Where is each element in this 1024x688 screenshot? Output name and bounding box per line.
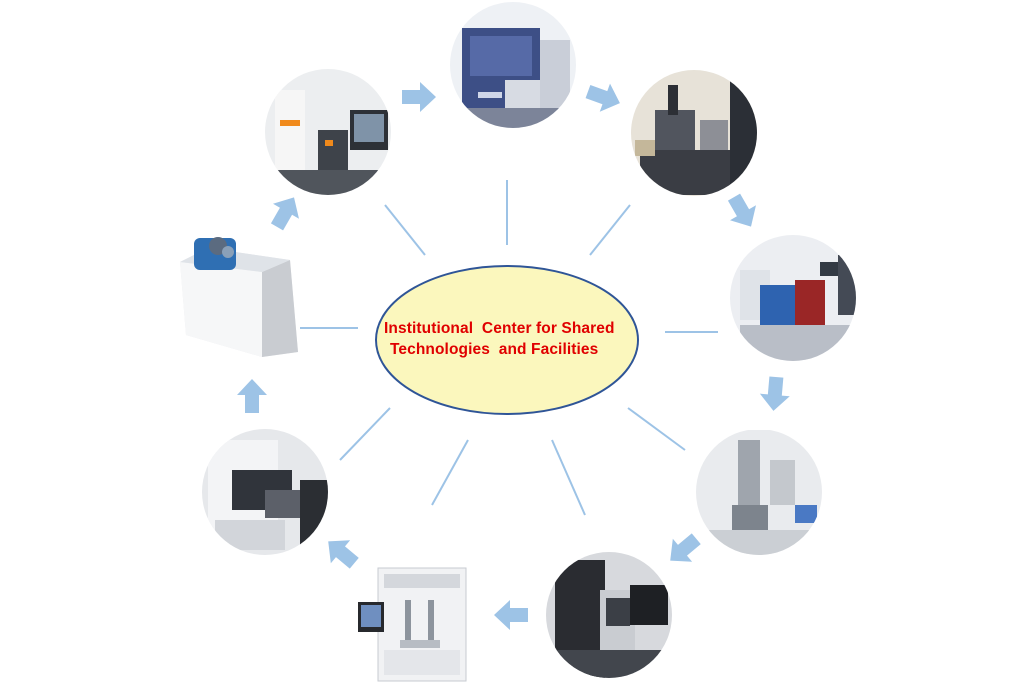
benchtop-analyzer-photo [450, 2, 576, 128]
arrow-icon [670, 533, 701, 562]
arrow-icon [727, 193, 756, 227]
lab-bench-system-photo [730, 235, 856, 361]
connector-line [384, 204, 426, 256]
liquid-handling-robot-photo [358, 567, 467, 682]
electron-microscope-photo [696, 430, 822, 555]
connector-line [431, 439, 469, 506]
arrow-icon [585, 83, 620, 112]
sequencer-instrument-photo [202, 429, 328, 555]
arrow-icon [237, 379, 267, 413]
mass-spectrometer-photo [180, 237, 298, 357]
connector-line [339, 407, 391, 461]
connector-lines [300, 180, 718, 516]
center-title-line-2: Technologies and Facilities [390, 341, 599, 358]
connector-line [589, 204, 631, 256]
center-title: Institutional Center for Shared Technolo… [384, 318, 644, 360]
arrow-icon [759, 376, 790, 411]
flow-arrows [237, 82, 790, 630]
connector-line [627, 407, 686, 451]
imaging-system-photo [546, 552, 672, 678]
microscope-workstation-photo [631, 70, 757, 196]
arrow-icon [328, 540, 359, 569]
arrow-icon [494, 600, 528, 630]
center-title-line-1: Institutional Center for Shared [384, 320, 615, 337]
arrow-icon [402, 82, 436, 112]
center-ellipse [375, 265, 639, 415]
fluorescence-microscope-photo [265, 69, 391, 195]
arrow-icon [270, 197, 299, 231]
connector-line [551, 439, 586, 516]
